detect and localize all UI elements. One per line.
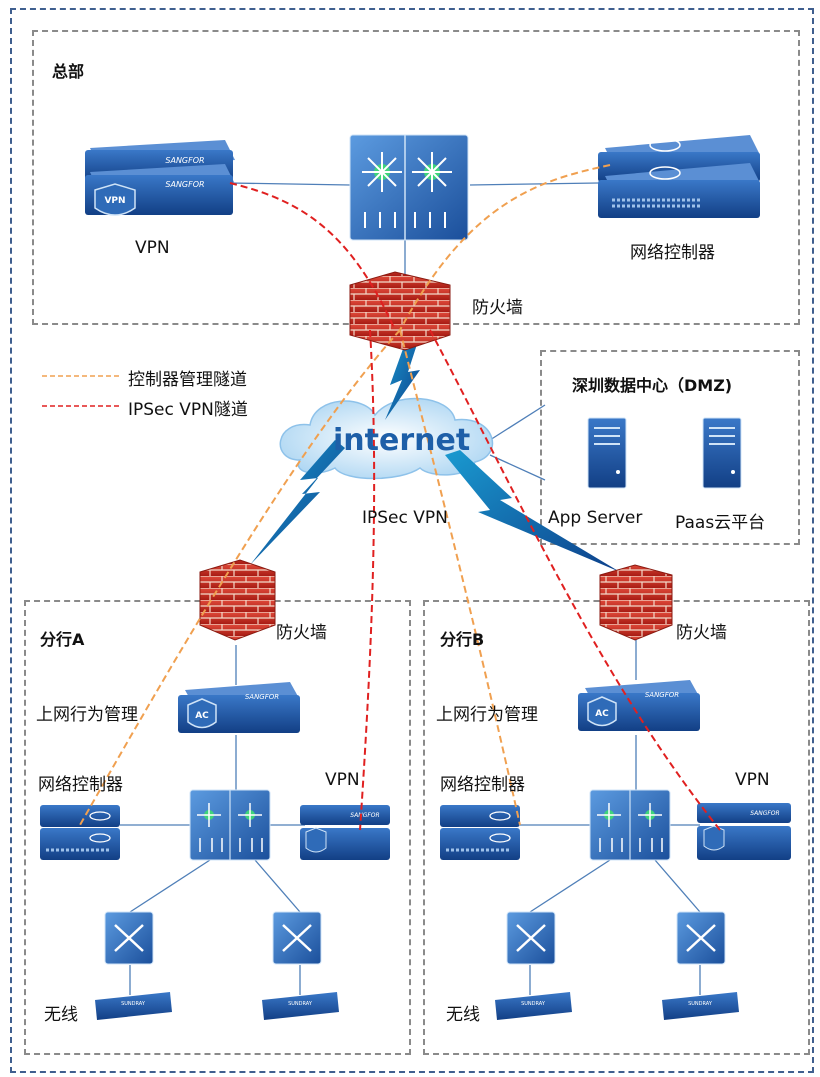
link-switch-controller: [469, 182, 599, 186]
branch-a-title: 分行A: [40, 630, 85, 649]
hq-core-switch: [349, 134, 469, 241]
branch-a-vpn-device: SANGFOR: [300, 805, 390, 860]
tunnel-controller-hq: [399, 164, 611, 331]
link-b-switch-ap1: [529, 859, 611, 913]
ipsec-vpn-label: IPSec VPN: [362, 508, 448, 528]
hq-vpn-badge-text: VPN: [104, 196, 125, 206]
hq-vpn-device: VPN SANGFOR SANGFOR: [85, 140, 235, 216]
branch-b-wireless-label: 无线: [446, 1005, 480, 1025]
branch-b-ac-device: AC SANGFOR: [578, 680, 700, 731]
branch-a-wireless-1: SUNDRAY: [95, 992, 172, 1020]
internet-label: internet: [333, 423, 471, 458]
branch-b-vpn-brand: SANGFOR: [750, 810, 779, 817]
branch-b-title: 分行B: [440, 630, 485, 649]
branch-b-w2-brand: SUNDRAY: [688, 1001, 713, 1007]
branch-b-vpn-device: SANGFOR: [697, 803, 791, 860]
link-cloud-app: [489, 404, 546, 441]
branch-a-behavior-label: 上网行为管理: [36, 705, 138, 725]
branch-a-controller-device: [40, 805, 120, 860]
branch-b-vpn-label: VPN: [735, 770, 770, 790]
tunnel-ipsec-hq: [229, 182, 396, 331]
branch-a-w2-brand: SUNDRAY: [288, 1001, 313, 1007]
link-b-switch-ap2: [654, 859, 701, 913]
branch-a-wireless-label: 无线: [44, 1005, 78, 1025]
branch-b-wireless-2: SUNDRAY: [662, 992, 739, 1020]
branch-b-behavior-label: 上网行为管理: [436, 705, 538, 725]
link-a-switch-ap1: [129, 859, 211, 913]
branch-a-ac-text: AC: [195, 711, 209, 721]
dmz-zone: [540, 350, 800, 545]
branch-b-wireless-1: SUNDRAY: [495, 992, 572, 1020]
link-cloud-paas: [489, 454, 546, 481]
paas-label: Paas云平台: [675, 513, 766, 533]
hq-vpn-label: VPN: [135, 238, 170, 258]
tunnel-controller-a: [79, 329, 401, 826]
controller-tunnels: [79, 164, 611, 826]
branch-b-switch: [589, 789, 671, 861]
branch-a-firewall: [199, 559, 276, 641]
branch-a-firewall-label: 防火墙: [276, 623, 327, 643]
branch-b-firewall: [599, 564, 673, 641]
wan-links: [250, 335, 620, 572]
branch-a-ac-brand: SANGFOR: [245, 693, 279, 701]
branch-a-ac-device: AC SANGFOR: [178, 682, 300, 733]
tunnel-ipsec-a: [359, 329, 376, 831]
hq-controller-label: 网络控制器: [630, 243, 715, 263]
hq-title: 总部: [52, 62, 85, 81]
link-a-switch-ap2: [254, 859, 301, 913]
tunnel-ipsec-b: [429, 329, 721, 831]
bolt-b: [445, 450, 620, 572]
app-server-icon: [587, 417, 627, 489]
app-server-label: App Server: [548, 508, 643, 528]
diagram-frame: [10, 8, 814, 1073]
branch-a-controller-label: 网络控制器: [38, 775, 123, 795]
branch-a-ap-2: [272, 911, 322, 965]
branch-b-ac-brand: SANGFOR: [645, 691, 679, 699]
bolt-a: [250, 440, 345, 565]
branch-a-vpn-label: VPN: [325, 770, 360, 790]
hq-controller-device: [598, 135, 760, 218]
branch-a-ap-1: [104, 911, 154, 965]
branch-b-ap-1: [506, 911, 556, 965]
dmz-title: 深圳数据中心（DMZ): [572, 376, 733, 395]
branch-a-switch: [189, 789, 271, 861]
branch-b-ap-2: [676, 911, 726, 965]
ipsec-tunnels: [229, 182, 721, 831]
branch-a-vpn-brand: SANGFOR: [350, 812, 379, 819]
branch-b-ac-text: AC: [595, 709, 609, 719]
branch-b-firewall-label: 防火墙: [676, 623, 727, 643]
branch-b-w1-brand: SUNDRAY: [521, 1001, 546, 1007]
link-vpn-switch: [229, 182, 351, 186]
branch-b-controller-label: 网络控制器: [440, 775, 525, 795]
hq-firewall: [349, 271, 451, 351]
tunnel-controller-b: [399, 329, 521, 826]
legend-ipsec-text: IPSec VPN隧道: [128, 400, 248, 420]
branch-b-controller-device: [440, 805, 520, 860]
branch-a-wireless-2: SUNDRAY: [262, 992, 339, 1020]
hq-firewall-label: 防火墙: [472, 298, 523, 318]
hq-vpn-brand-1: SANGFOR: [165, 156, 204, 165]
solid-links: [120, 182, 701, 995]
paas-server-icon: [702, 417, 742, 489]
hq-vpn-brand-2: SANGFOR: [165, 180, 204, 189]
legend-controller-text: 控制器管理隧道: [128, 370, 247, 390]
bolt-hq: [385, 335, 420, 420]
branch-a-w1-brand: SUNDRAY: [121, 1001, 146, 1007]
